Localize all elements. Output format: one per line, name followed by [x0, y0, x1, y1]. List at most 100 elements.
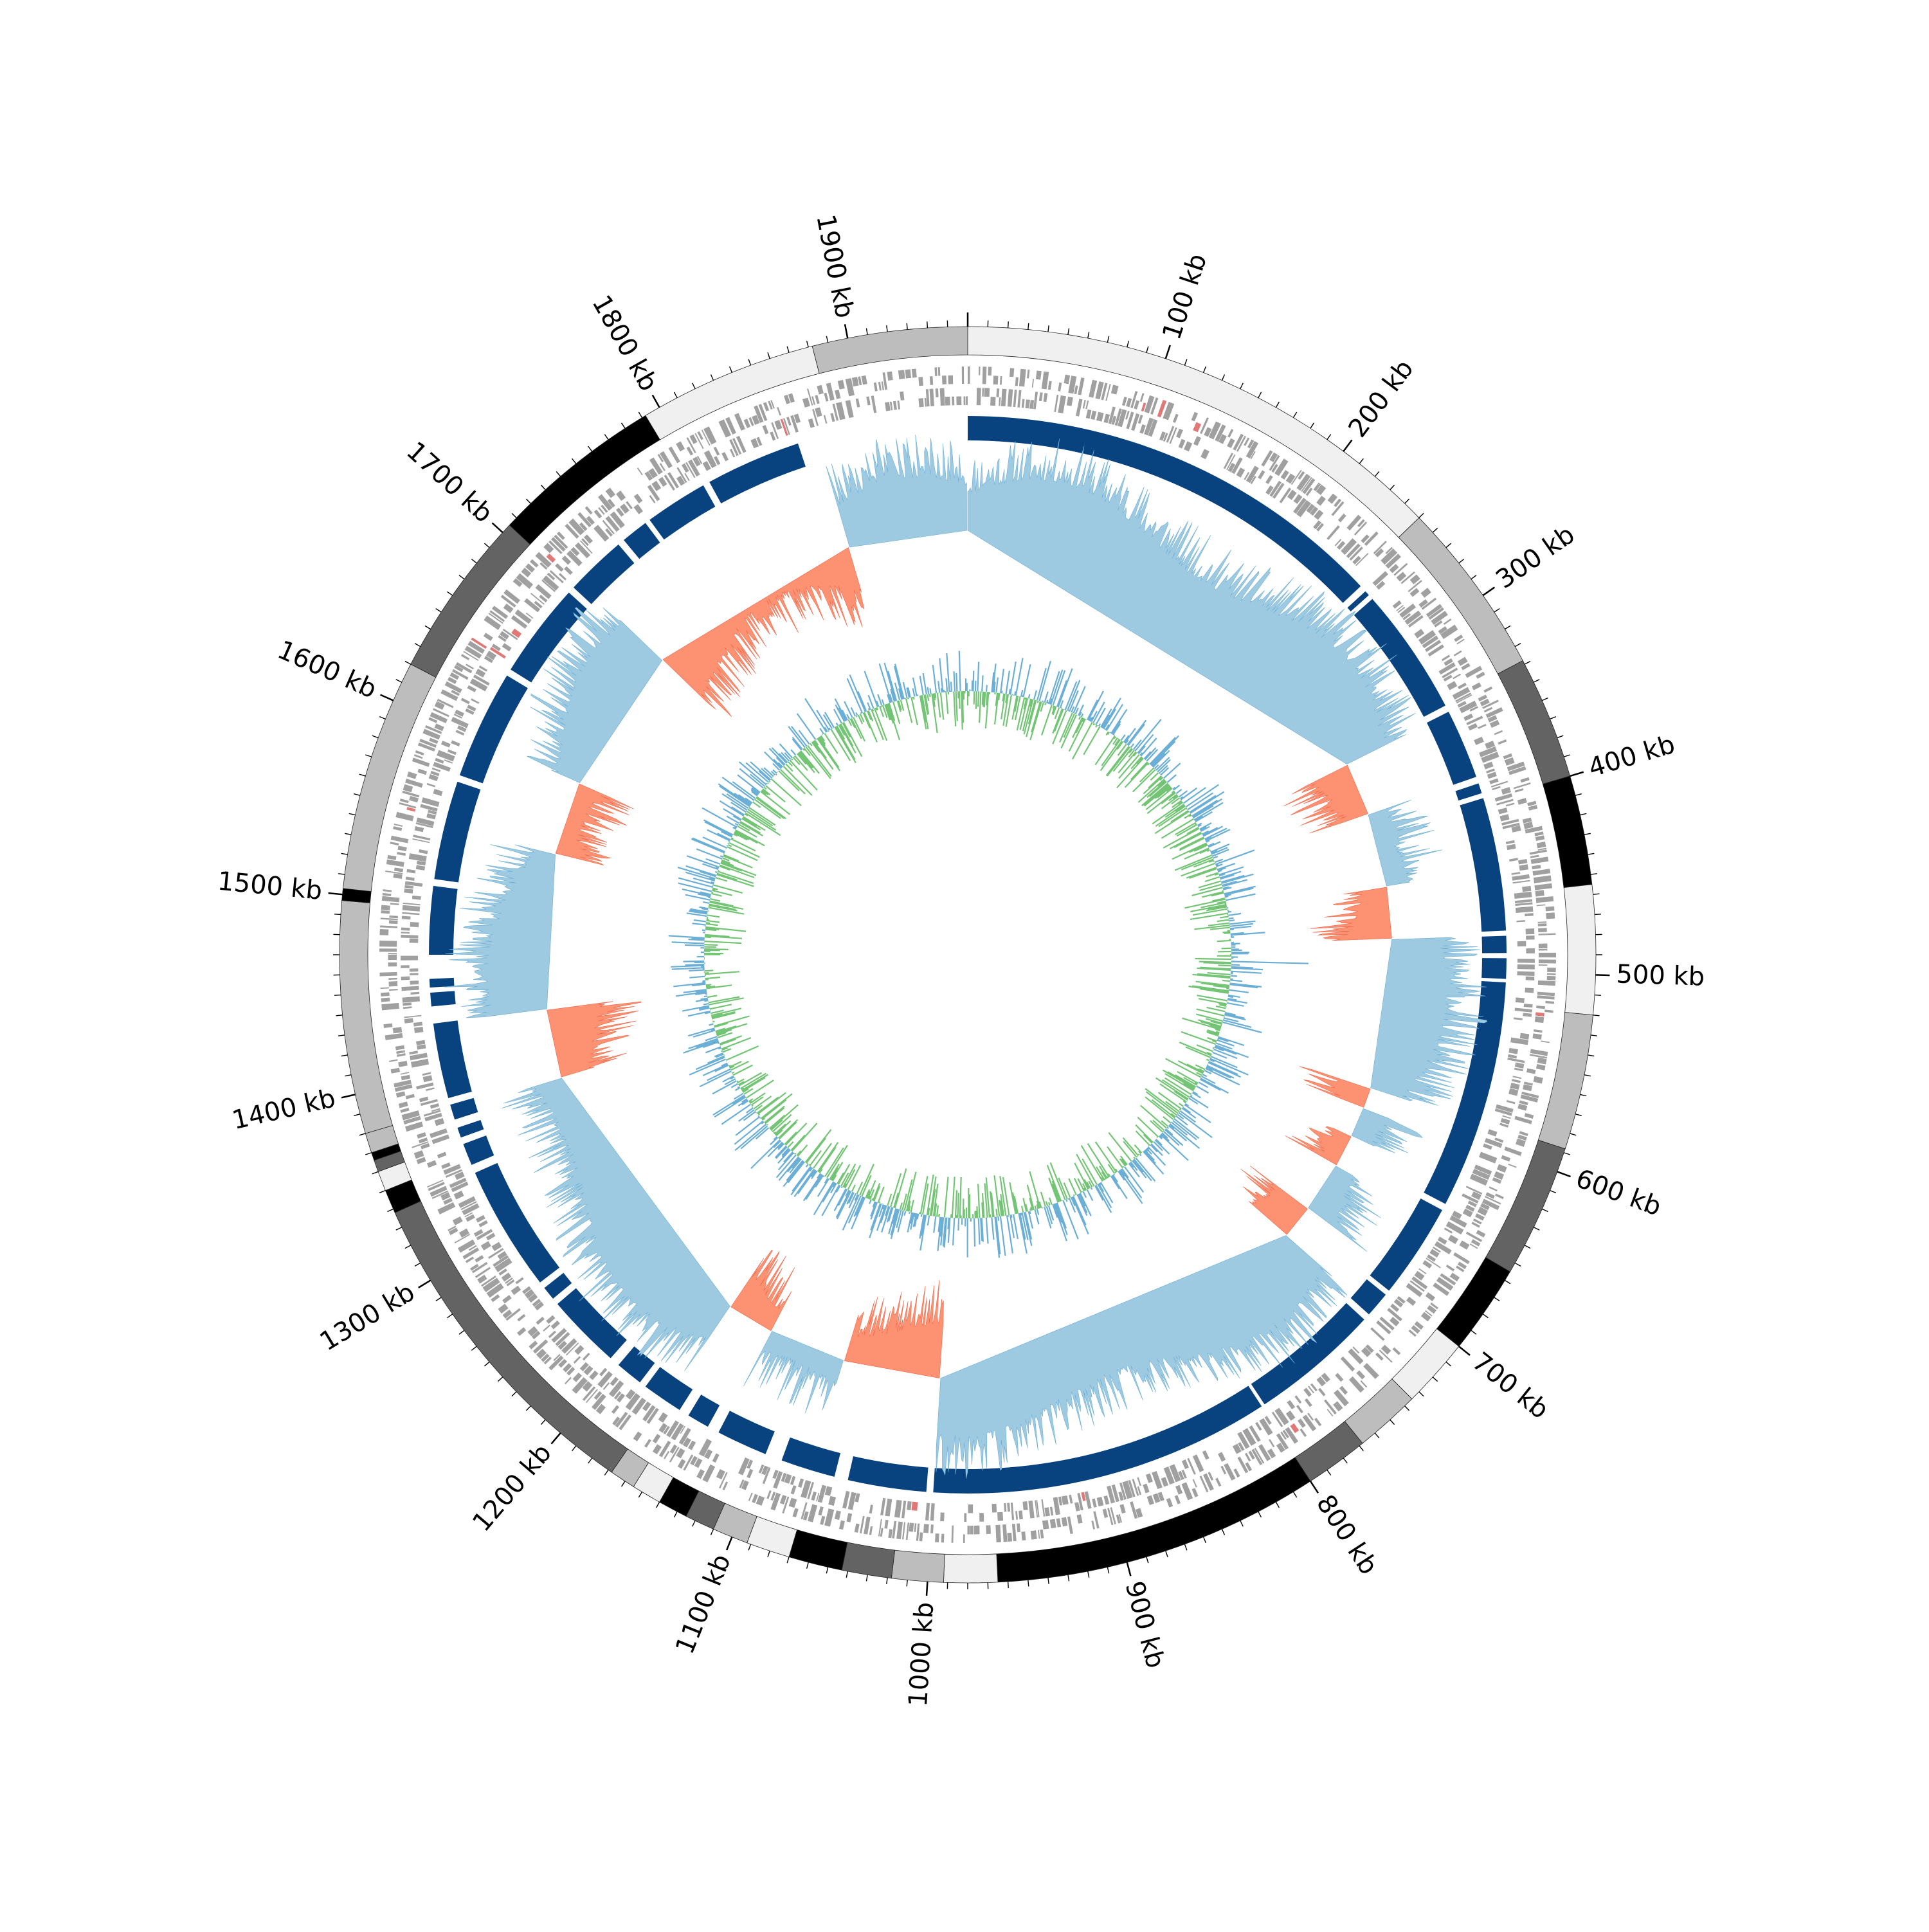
reverse-gene — [1202, 1450, 1209, 1460]
reverse-gene — [977, 388, 981, 405]
orthology-block — [624, 523, 660, 559]
minor-tick — [1505, 626, 1510, 629]
reverse-gene — [416, 865, 425, 871]
reverse-gene — [409, 1051, 418, 1054]
orthology-block — [1482, 935, 1507, 953]
reverse-gene — [1516, 997, 1525, 1003]
minor-tick — [1515, 1263, 1521, 1266]
minor-tick — [341, 1055, 348, 1056]
reverse-gene — [1501, 787, 1511, 795]
minor-tick — [379, 717, 385, 719]
forward-gene — [1531, 856, 1549, 863]
forward-gene — [1012, 1524, 1017, 1541]
minor-tick — [1359, 458, 1363, 464]
forward-gene — [1300, 1429, 1307, 1437]
forward-gene — [1537, 1058, 1547, 1065]
minor-tick — [1564, 1153, 1570, 1155]
forward-gene — [1019, 369, 1026, 387]
reverse-gene — [791, 1485, 797, 1494]
reverse-gene — [1103, 1495, 1109, 1505]
reverse-gene — [1498, 808, 1508, 814]
forward-gene — [993, 375, 999, 384]
reverse-gene — [1096, 412, 1104, 422]
reverse-gene — [966, 397, 968, 406]
forward-gene — [1356, 1370, 1365, 1379]
contig-segment — [1399, 518, 1523, 674]
forward-gene — [1489, 1186, 1498, 1191]
minor-tick — [1204, 1537, 1206, 1543]
minor-tick — [372, 1171, 378, 1173]
minor-tick — [1028, 323, 1029, 330]
forward-gene — [1091, 1521, 1095, 1530]
reverse-gene — [1514, 892, 1532, 899]
reverse-gene — [589, 1371, 598, 1380]
reverse-gene — [401, 956, 418, 961]
forward-gene — [962, 366, 964, 384]
minor-tick — [1240, 1521, 1243, 1526]
forward-gene — [934, 367, 937, 376]
minor-tick — [1595, 914, 1601, 915]
reverse-gene — [824, 415, 828, 424]
forward-gene — [983, 366, 987, 384]
reverse-gene — [1218, 1452, 1226, 1461]
minor-tick — [526, 499, 530, 503]
reverse-gene — [952, 397, 954, 406]
minor-tick — [484, 1362, 489, 1366]
reverse-gene — [1074, 1502, 1080, 1511]
minor-tick — [1048, 325, 1049, 332]
forward-gene — [1534, 883, 1552, 890]
minor-tick — [1068, 1575, 1069, 1581]
reverse-gene — [770, 431, 775, 440]
minor-tick — [436, 609, 441, 612]
forward-gene — [909, 1522, 914, 1531]
forward-gene — [1048, 381, 1052, 390]
forward-gene — [388, 953, 397, 954]
minor-tick — [638, 1492, 642, 1497]
reverse-gene — [1458, 683, 1467, 689]
minor-tick — [425, 626, 431, 629]
reverse-gene — [1478, 724, 1486, 729]
forward-gene — [1333, 1401, 1343, 1411]
reverse-gene — [999, 397, 1001, 406]
forward-gene — [1547, 968, 1556, 972]
reverse-gene — [940, 1512, 945, 1521]
reverse-gene — [1516, 907, 1534, 913]
forward-gene — [653, 1434, 661, 1443]
forward-gene — [380, 988, 389, 989]
forward-gene — [484, 633, 493, 641]
reverse-gene — [1512, 874, 1530, 881]
orthology-block — [460, 676, 528, 784]
forward-gene — [380, 925, 397, 928]
reverse-gene — [1193, 1454, 1204, 1472]
forward-gene — [1520, 777, 1529, 782]
reverse-gene — [410, 938, 419, 943]
minor-tick — [1390, 1420, 1395, 1424]
reverse-gene — [1015, 1511, 1018, 1520]
forward-gene — [1539, 959, 1556, 963]
forward-gene — [968, 366, 970, 384]
forward-gene — [1027, 370, 1029, 379]
reverse-gene — [828, 1496, 836, 1506]
tick-label: 900 kb — [1119, 1578, 1170, 1672]
reverse-gene — [1236, 467, 1245, 478]
tick-label: 1000 kb — [903, 1601, 939, 1708]
forward-gene — [1547, 973, 1556, 975]
forward-gene — [383, 889, 392, 892]
forward-gene — [815, 395, 819, 404]
minor-tick — [1580, 813, 1587, 815]
reverse-gene — [633, 504, 643, 514]
minor-tick — [1588, 853, 1594, 854]
minor-tick — [1107, 1567, 1109, 1574]
forward-gene — [659, 1441, 671, 1458]
minor-tick — [711, 1529, 713, 1535]
forward-gene — [1227, 438, 1235, 448]
forward-gene — [1545, 907, 1554, 912]
forward-gene — [855, 1524, 860, 1533]
minor-tick — [1584, 1075, 1591, 1076]
forward-gene — [1134, 400, 1139, 409]
reverse-gene — [1517, 959, 1535, 962]
reverse-gene — [536, 1317, 544, 1324]
reverse-gene — [846, 400, 854, 418]
minor-tick — [1591, 1035, 1597, 1036]
reverse-gene — [885, 1499, 892, 1517]
